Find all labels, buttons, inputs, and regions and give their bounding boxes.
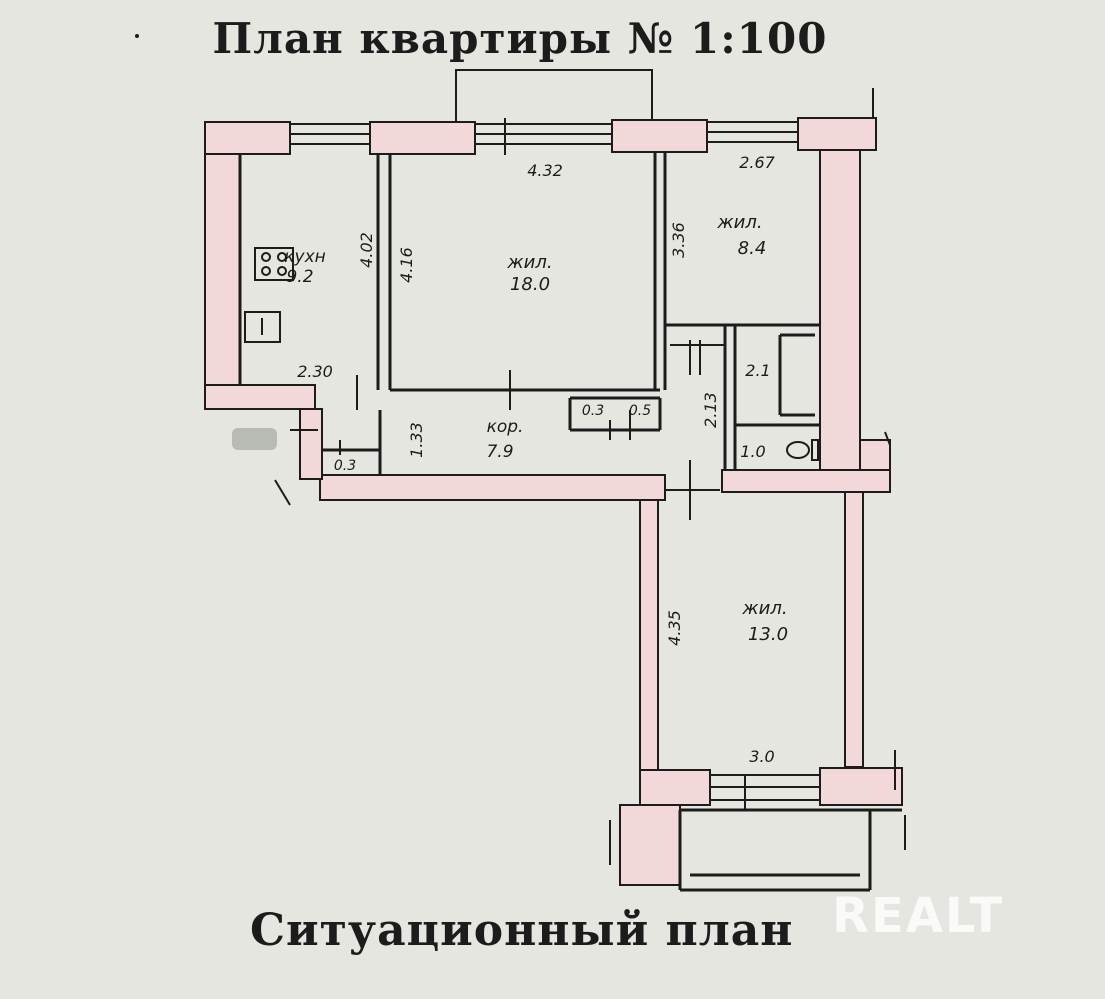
speck-dot — [135, 34, 139, 38]
room-labels: кухн 9.2 жил. 18.0 жил. 8.4 кор. 7.9 жил… — [284, 212, 788, 645]
top-balcony-outline — [455, 69, 653, 122]
wall-top-mid2 — [611, 119, 708, 153]
small-room-area: 8.4 — [738, 238, 767, 259]
windows — [289, 121, 821, 801]
wall-top-left — [204, 121, 291, 155]
outer-walls — [204, 117, 903, 886]
bath-area: 2.1 — [745, 361, 770, 380]
kitchen-area: 9.2 — [286, 267, 313, 287]
wall-right-stub — [859, 439, 891, 471]
closet-a-area: 0.3 — [334, 458, 356, 474]
wall-mid-left — [319, 474, 666, 501]
partitions — [238, 152, 902, 892]
wall-left-bottom — [204, 384, 316, 410]
wall-top-mid — [369, 121, 476, 155]
closet-b-area: 0.5 — [629, 403, 651, 419]
big-room-area: 18.0 — [510, 274, 550, 295]
door-ticks — [274, 88, 906, 865]
watermark-logo: REALT — [832, 888, 1005, 944]
bottom-room-area: 13.0 — [748, 624, 788, 645]
wall-closet-left — [299, 408, 323, 480]
smudge — [232, 428, 277, 450]
wall-bottom-left — [639, 769, 711, 806]
wc-area: 1.0 — [740, 442, 765, 461]
dimension-labels: 4.32 2.67 2.30 3.0 4.02 4.16 3.36 1.33 2… — [297, 153, 775, 766]
corridor-area: 7.9 — [486, 442, 513, 462]
wall-mid-right — [721, 469, 891, 493]
corridor-name: кор. — [487, 417, 524, 437]
wall-bottom-stub — [619, 804, 681, 886]
situational-plan-title: Ситуационный план — [250, 905, 794, 956]
wall-top-right — [797, 117, 877, 151]
dim-bottom-height: 4.35 — [665, 610, 684, 646]
dim-bath-height: 2.13 — [701, 392, 720, 428]
dim-kitchen-width: 2.30 — [297, 362, 333, 381]
plan-title: План квартиры № 1:100 — [212, 14, 828, 63]
closet-c-area: 0.3 — [582, 403, 604, 419]
bottom-room-name: жил. — [741, 598, 787, 619]
kitchen-name: кухн — [284, 247, 326, 267]
dim-small-width: 2.67 — [739, 153, 775, 172]
wall-bottom-right — [819, 767, 903, 806]
big-room-name: жил. — [506, 252, 552, 273]
small-room-name: жил. — [716, 212, 762, 233]
toilet-icon — [786, 439, 819, 461]
wall-left — [204, 153, 241, 410]
dim-corridor-height: 1.33 — [407, 422, 426, 458]
dim-small-height: 3.36 — [669, 222, 688, 258]
dim-bottom-width: 3.0 — [749, 747, 774, 766]
dim-big-width: 4.32 — [527, 161, 563, 180]
dim-big-height: 4.16 — [397, 247, 416, 283]
wall-right — [819, 149, 861, 471]
stove-icon — [254, 247, 294, 281]
wall-lower-left — [639, 499, 659, 776]
wall-lower-right — [844, 491, 864, 768]
dim-kitchen-height: 4.02 — [357, 232, 376, 268]
sink-icon — [244, 311, 281, 343]
